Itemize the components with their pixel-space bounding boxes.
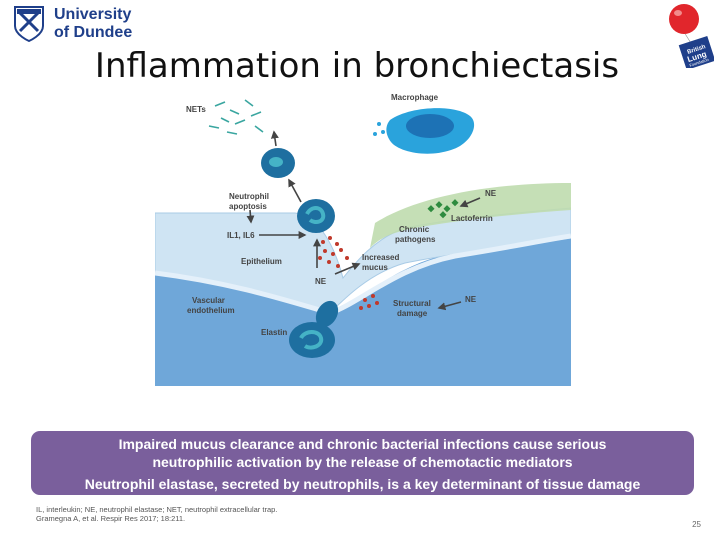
label-macrophage: Macrophage (391, 93, 439, 102)
label-increased-1: Increased (362, 253, 399, 262)
badge-line1: British (687, 44, 707, 56)
badge-line3: Foundation (689, 57, 710, 68)
process-arrows (246, 130, 481, 311)
label-vascular-1: Vascular (192, 296, 225, 305)
slide-title: Inflammation in bronchiectasis (94, 46, 620, 86)
label-ne-mid: NE (315, 277, 327, 286)
label-vascular-2: endothelium (187, 306, 235, 315)
label-ne-right: NE (465, 295, 477, 304)
neutrophil-cells (261, 148, 339, 358)
pathogen-biofilm (370, 183, 571, 248)
label-lactoferrin: Lactoferrin (451, 214, 493, 223)
label-ne-top: NE (485, 189, 497, 198)
banner-line1: Impaired mucus clearance and chronic bac… (118, 436, 607, 452)
label-neutrophil-apoptosis-2: apoptosis (229, 202, 267, 211)
label-il: IL1, IL6 (227, 231, 255, 240)
label-chronic-1: Chronic (399, 225, 430, 234)
label-neutrophil-apoptosis-1: Neutrophil (229, 192, 269, 201)
bronchiectasis-diagram: NETs Macrophage Neutrophil apoptosis IL1… (155, 93, 571, 386)
label-chronic-2: pathogens (395, 235, 436, 244)
lactoferrin-particles (427, 199, 459, 219)
label-increased-2: mucus (362, 263, 388, 272)
banner-line3: Neutrophil elastase, secreted by neutrop… (84, 476, 641, 492)
label-nets: NETs (186, 105, 206, 114)
label-structural-1: Structural (393, 299, 431, 308)
label-epithelium: Epithelium (241, 257, 282, 266)
nets-fragments (208, 99, 264, 135)
page-number: 25 (692, 520, 701, 529)
vascular-tissue (155, 233, 571, 386)
university-logo: University of Dundee (14, 6, 174, 42)
logo-line1: University (54, 6, 132, 23)
summary-banner: Impaired mucus clearance and chronic bac… (31, 431, 694, 495)
logo-line2: of Dundee (54, 24, 133, 41)
vascular-endothelium (155, 233, 571, 316)
british-lung-foundation-logo: British Lung Foundation (669, 4, 714, 68)
footnote-reference: Gramegna A, et al. Respir Res 2017; 18:2… (36, 514, 186, 523)
banner-line2: neutrophilic activation by the release o… (152, 454, 573, 470)
label-structural-2: damage (397, 309, 428, 318)
mucus-particles (318, 236, 379, 310)
footnote-abbreviations: IL, interleukin; NE, neutrophil elastase… (36, 505, 278, 514)
label-elastin: Elastin (261, 328, 287, 337)
shield-icon (14, 6, 44, 42)
macrophage-cell (373, 108, 475, 154)
